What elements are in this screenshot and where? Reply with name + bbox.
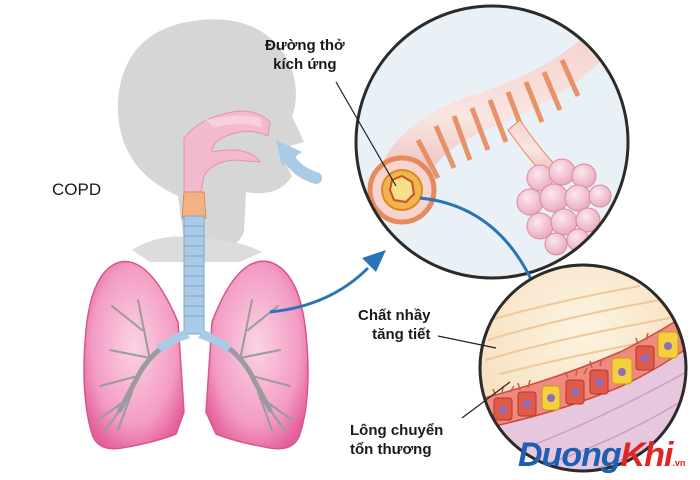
copd-label-text: COPD (52, 180, 102, 199)
airway-label-line1: Đường thở (265, 37, 345, 54)
airway-leader-line (335, 81, 397, 187)
trachea (156, 215, 232, 352)
copd-label: COPD (52, 180, 101, 199)
mucus-leader-line (437, 335, 497, 349)
zoom-arrow-airway (269, 266, 370, 314)
cilia-label-line2: tổn thương (350, 441, 432, 458)
mucus-label: Chất nhầy tăng tiết (358, 306, 431, 344)
mucus-label-line1: Chất nhầy (358, 307, 431, 324)
logo-part2: Khi (620, 436, 674, 474)
cilia-label-line1: Lông chuyển (350, 422, 444, 439)
cilia-label: Lông chuyển tổn thương (350, 421, 443, 459)
airway-magnifier (354, 4, 630, 280)
cilia-leader-line (461, 381, 511, 419)
zoom-arrow-tissue (419, 196, 538, 291)
airway-label: Đường thở kích ứng (265, 36, 345, 74)
inhale-arrowhead (276, 140, 302, 166)
zoom-arrowhead-airway (362, 250, 386, 272)
mucus-label-line2: tăng tiết (372, 326, 431, 343)
larynx (181, 191, 207, 219)
inhale-arrow (282, 150, 322, 184)
logo-part1: Duong (518, 436, 622, 474)
airway-label-line2: kích ứng (273, 56, 337, 73)
logo-suffix: .vn (672, 458, 686, 468)
tissue-magnifier (478, 263, 688, 473)
site-logo[interactable]: DuongKhi.vn (518, 436, 685, 475)
nasal-cavity (183, 110, 271, 197)
